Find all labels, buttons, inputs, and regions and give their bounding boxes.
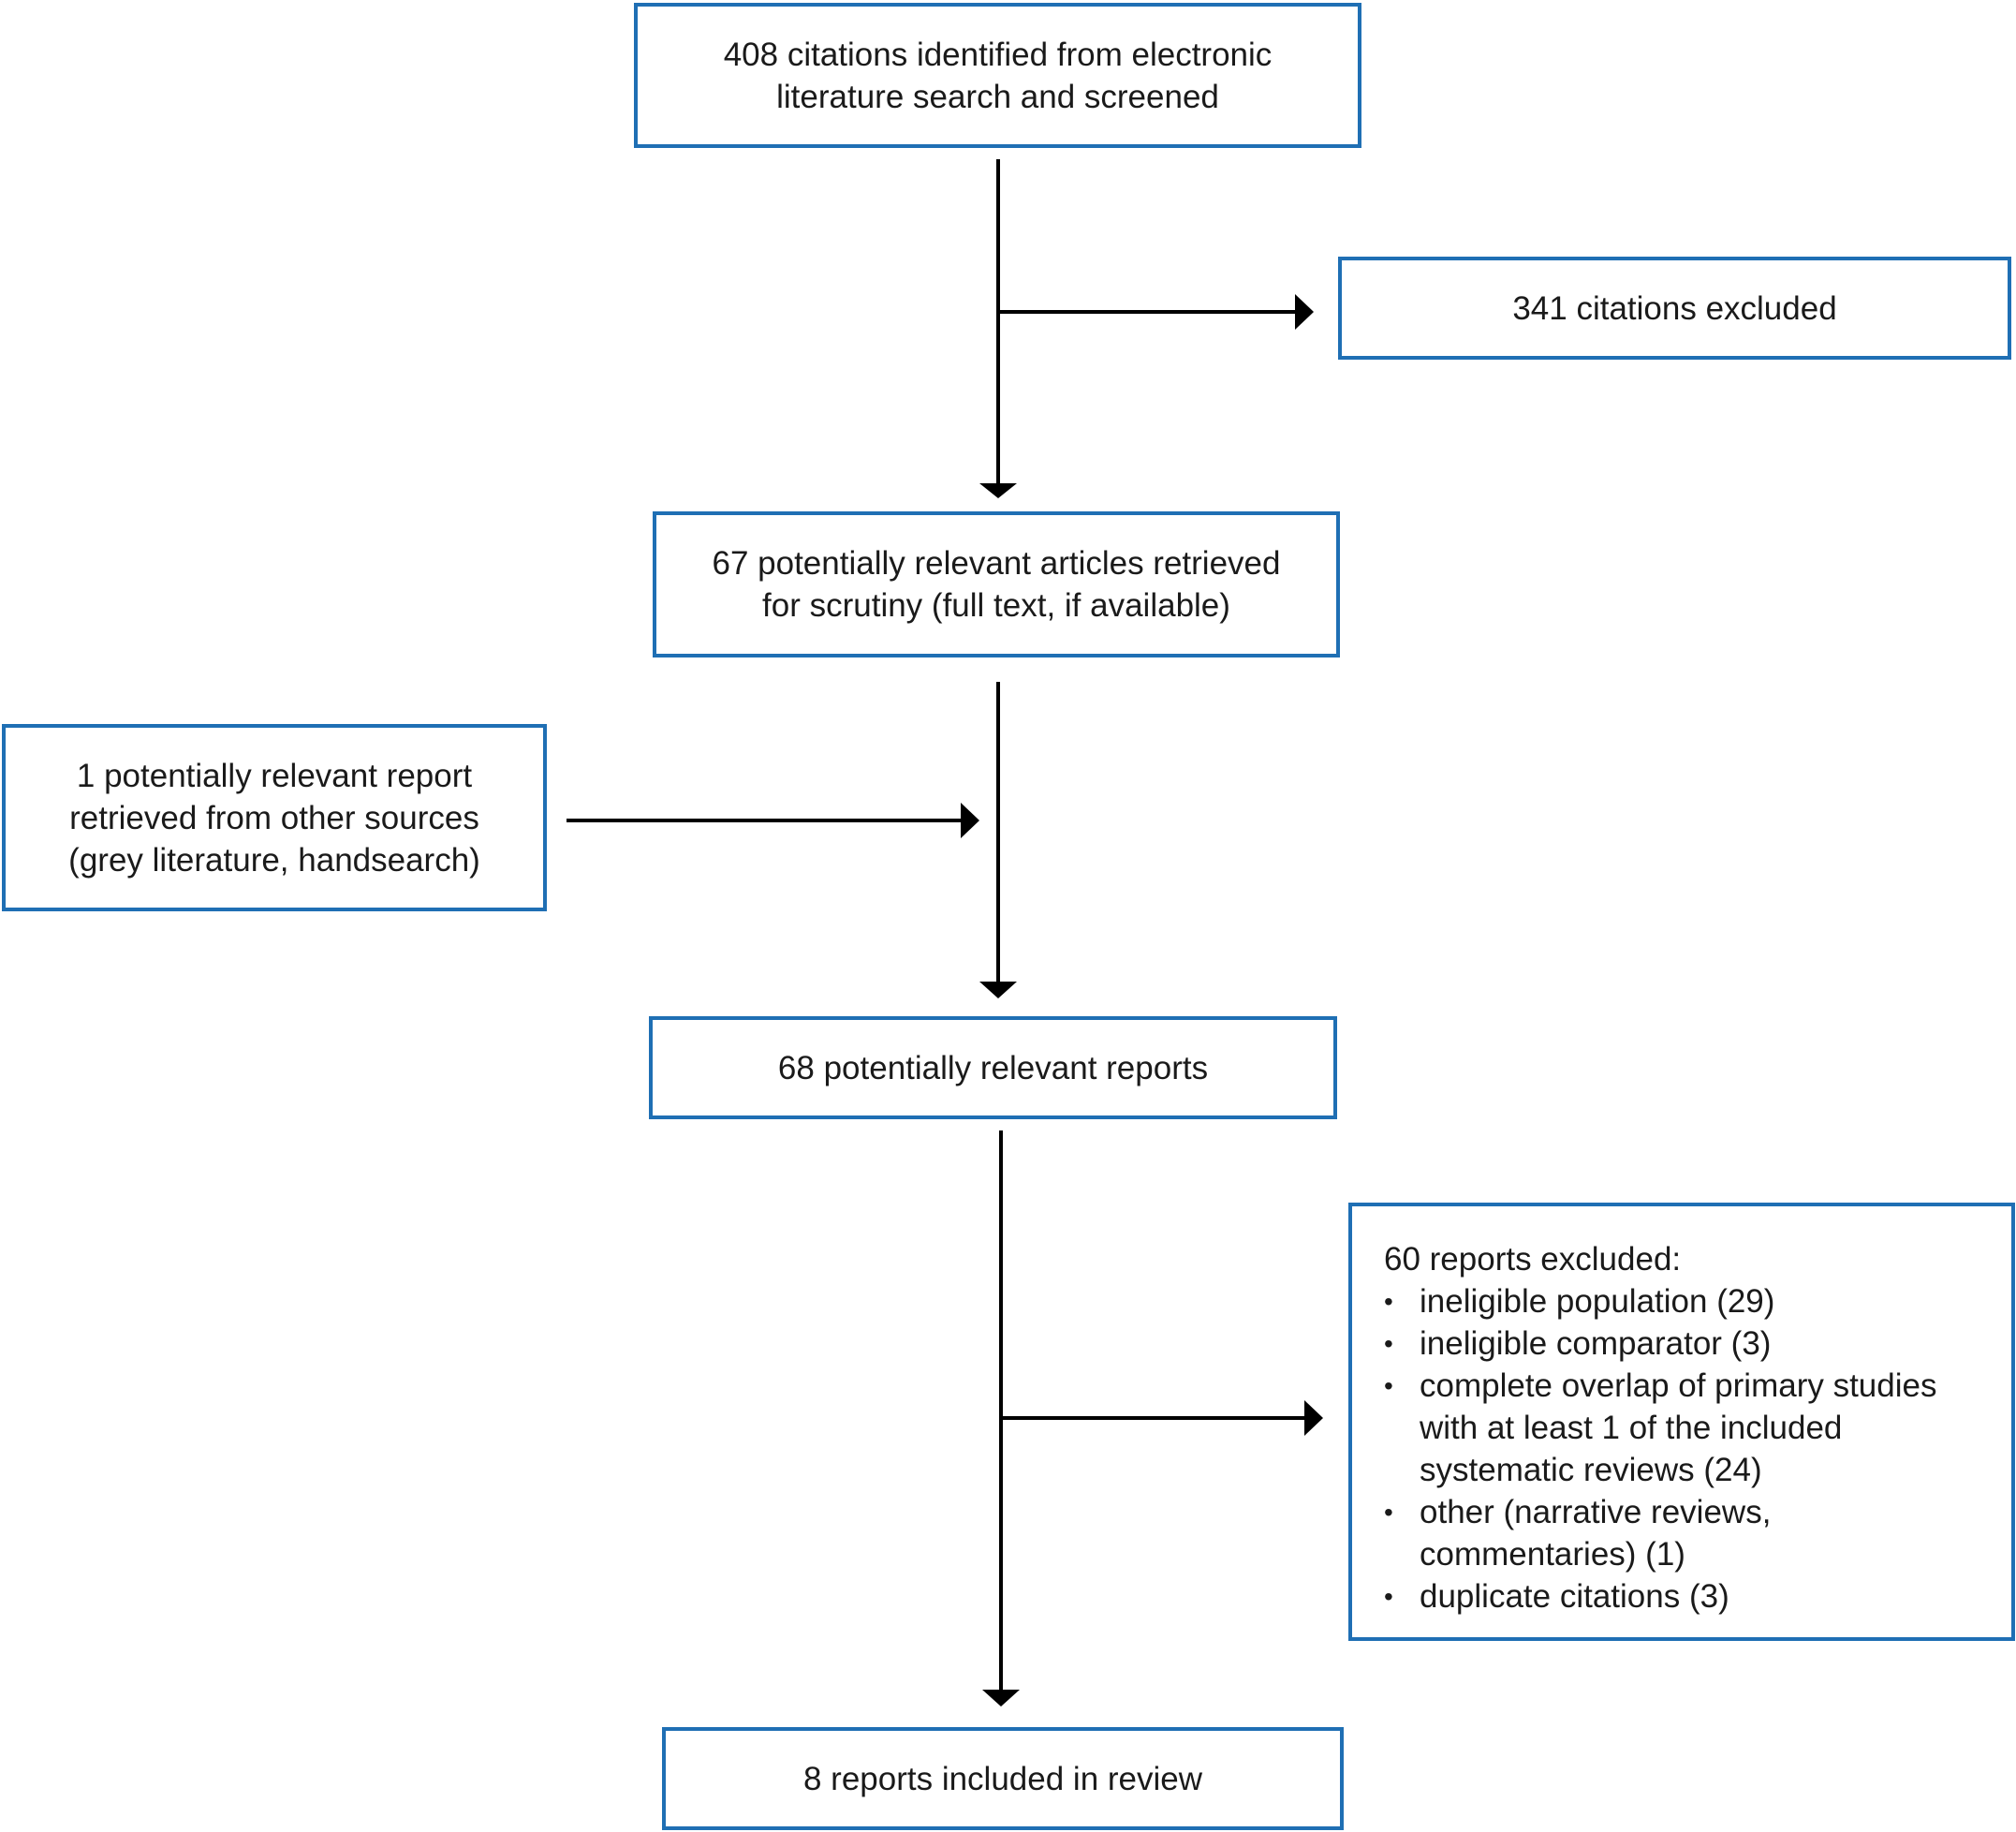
list-item: ineligible comparator (3): [1384, 1322, 1983, 1365]
exclusion-reasons-list: ineligible population (29) ineligible co…: [1384, 1280, 1983, 1618]
excluded-citations-label: 341 citations excluded: [1512, 289, 1837, 327]
arrowhead-to-relevant: [979, 982, 1017, 998]
list-item: other (narrative reviews, commentaries) …: [1384, 1491, 1983, 1575]
excluded-reports-content: 60 reports excluded: ineligible populati…: [1384, 1238, 1983, 1618]
retrieved-text: 67 potentially relevant articles retriev…: [713, 542, 1281, 627]
included-label: 8 reports included in review: [802, 1760, 1203, 1797]
other-sources-line1: 1 potentially relevant report: [76, 757, 473, 794]
box-other-sources: 1 potentially relevant report retrieved …: [2, 724, 547, 911]
potentially-relevant-label: 68 potentially relevant reports: [777, 1049, 1209, 1086]
list-item: duplicate citations (3): [1384, 1575, 1983, 1618]
identified-text: 408 citations identified from electronic…: [724, 34, 1273, 118]
arrowhead-to-excluded-reports: [1304, 1400, 1323, 1436]
box-excluded-citations: 341 citations excluded: [1338, 257, 2011, 360]
other-sources-text: 1 potentially relevant report retrieved …: [68, 755, 480, 881]
box-retrieved-articles: 67 potentially relevant articles retriev…: [653, 511, 1340, 657]
retrieved-line2: for scrutiny (full text, if available): [762, 587, 1230, 624]
identified-line2: literature search and screened: [776, 78, 1219, 115]
identified-line1: 408 citations identified from electronic: [723, 36, 1273, 73]
list-item: complete overlap of primary studies with…: [1384, 1365, 1983, 1491]
excluded-reports-heading: 60 reports excluded:: [1384, 1241, 1682, 1278]
arrowhead-to-included: [982, 1690, 1020, 1706]
list-item: ineligible population (29): [1384, 1280, 1983, 1322]
box-potentially-relevant-reports: 68 potentially relevant reports: [649, 1016, 1337, 1119]
box-excluded-reports: 60 reports excluded: ineligible populati…: [1348, 1203, 2015, 1641]
box-identified-citations: 408 citations identified from electronic…: [634, 3, 1361, 148]
other-sources-line2: retrieved from other sources: [69, 799, 479, 836]
box-included-reports: 8 reports included in review: [662, 1727, 1344, 1830]
arrowhead-to-excluded-citations: [1295, 294, 1314, 330]
other-sources-line3: (grey literature, handsearch): [68, 841, 480, 879]
arrowhead-from-other-sources: [961, 803, 979, 838]
arrowhead-to-retrieved: [979, 483, 1017, 498]
retrieved-line1: 67 potentially relevant articles retriev…: [712, 545, 1281, 582]
